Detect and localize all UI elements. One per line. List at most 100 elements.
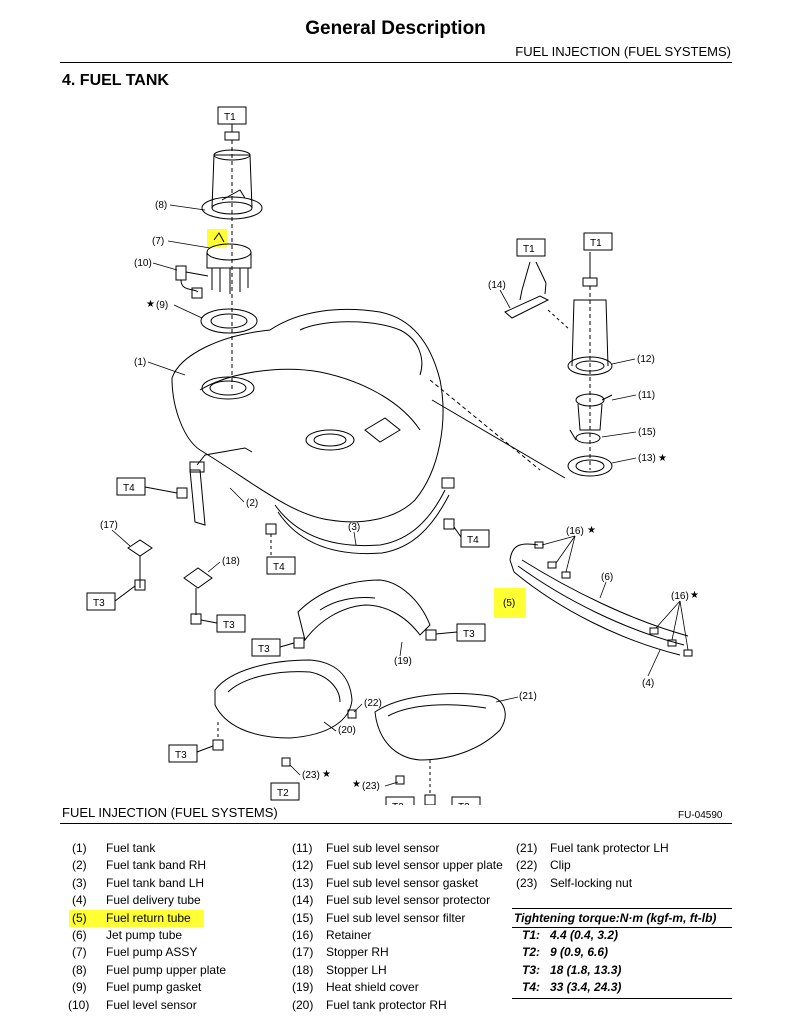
legend-item: (3)Fuel tank band LH <box>72 875 205 890</box>
part-label-15: (15) <box>638 427 656 438</box>
part-label-23: (23) <box>362 781 380 792</box>
page-title: General Description <box>305 18 486 39</box>
torque-tag-t1: T1 <box>224 112 236 123</box>
legend-item: (7)Fuel pump ASSY <box>72 945 198 960</box>
part-label-8: (8) <box>155 200 167 211</box>
part-label-17: (17) <box>100 520 118 531</box>
fuel-tank-body <box>171 308 444 523</box>
part-label-3: (3) <box>348 522 360 533</box>
legend-item: (20)Fuel tank protector RH <box>292 997 447 1012</box>
fuel-tubes <box>509 541 693 657</box>
legend-item: (15)Fuel sub level sensor filter <box>292 910 466 925</box>
part-label-11: (11) <box>638 390 655 401</box>
fuel-tank-protector-rh <box>212 659 353 767</box>
nut <box>224 131 240 141</box>
legend-column-1: (1)Fuel tank (2)Fuel tank band RH (3)Fue… <box>68 840 282 1014</box>
part-label-23: (23) <box>302 770 320 781</box>
legend-item: (11)Fuel sub level sensor <box>292 841 440 855</box>
star-marker: ★ <box>587 525 596 536</box>
legend-item: (6)Jet pump tube <box>72 927 183 942</box>
legend-item: (16)Retainer <box>292 927 372 942</box>
figure-id: FU-04590 <box>678 810 723 821</box>
torque-tag-t3: T3 <box>223 620 235 631</box>
part-label-13: (13) <box>638 453 656 464</box>
part-label-5: (5) <box>503 598 515 609</box>
legend-item: (12)Fuel sub level sensor upper plate <box>292 858 503 873</box>
legend-item: (23)Self-locking nut <box>516 875 633 890</box>
fuel-sub-level-sensor-filter <box>569 429 601 444</box>
legend-item: (10)Fuel level sensor <box>68 997 197 1012</box>
star-marker: ★ <box>146 299 155 310</box>
part-label-6: (6) <box>601 572 613 583</box>
part-label-10: (10) <box>134 258 152 269</box>
part-label-16: (16) <box>566 526 584 537</box>
legend-item: (18)Stopper LH <box>292 962 387 977</box>
bolt <box>443 518 455 530</box>
fuel-tank-band-lh <box>274 477 455 555</box>
legend-item: (14)Fuel sub level sensor protector <box>292 893 491 908</box>
highlight-marker <box>207 229 227 247</box>
torque-row: T3:18 (1.8, 13.3) <box>522 962 622 977</box>
star-marker: ★ <box>322 769 331 780</box>
torque-tag-t2: T2 <box>392 802 404 805</box>
torque-tag-t1: T1 <box>523 244 535 255</box>
part-label-19: (19) <box>394 656 412 667</box>
part-label-22: (22) <box>364 698 382 709</box>
legend-column-3: (21)Fuel tank protector LH (22)Clip (23)… <box>516 840 732 892</box>
part-label-4: (4) <box>642 678 654 689</box>
bolt <box>265 523 277 535</box>
part-label-12: (12) <box>637 354 655 365</box>
stopper-rh <box>127 539 153 591</box>
footer-caption: FUEL INJECTION (FUEL SYSTEMS) <box>62 805 278 820</box>
legend-item: (19)Heat shield cover <box>292 980 419 995</box>
part-label-1: (1) <box>134 357 146 368</box>
part-label-2: (2) <box>246 498 258 509</box>
torque-tag-t3: T3 <box>93 598 105 609</box>
torque-tag-t3: T3 <box>458 802 470 805</box>
fuel-tank-exploded-diagram: (8) (7) (10) ★ (9) (1) (14) (12) (11) (1… <box>86 106 699 805</box>
torque-tag-t3: T3 <box>258 644 270 655</box>
torque-row: T4:33 (3.4, 24.3) <box>512 980 732 999</box>
fuel-sub-level-sensor-gasket <box>567 455 613 477</box>
highlight-marker <box>494 588 526 618</box>
torque-tag-t1: T1 <box>590 238 602 249</box>
torque-tag-t4: T4 <box>467 535 479 546</box>
legend-item: (2)Fuel tank band RH <box>72 858 207 873</box>
part-label-20: (20) <box>338 725 356 736</box>
fuel-pump-gasket <box>200 308 258 334</box>
legend-item: (4)Fuel delivery tube <box>72 893 201 908</box>
fuel-sub-level-sensor-protector <box>504 261 571 331</box>
legend-item: (17)Stopper RH <box>292 945 389 960</box>
legend-item: (8)Fuel pump upper plate <box>72 962 227 977</box>
legend-item: (21)Fuel tank protector LH <box>516 841 669 855</box>
stopper-lh <box>183 567 213 625</box>
part-label-16: (16) <box>671 591 689 602</box>
fuel-tank-band-rh <box>189 447 253 526</box>
star-marker: ★ <box>352 779 361 790</box>
fuel-pump-assy <box>206 232 252 294</box>
torque-table-heading: Tightening torque:N·m (kgf-m, ft-lb) <box>512 908 732 928</box>
part-label-14: (14) <box>488 280 506 291</box>
legend-item: (22)Clip <box>516 858 571 873</box>
torque-tag-t4: T4 <box>123 483 135 494</box>
star-marker: ★ <box>658 453 667 464</box>
torque-row: T2:9 (0.9, 6.6) <box>522 945 609 960</box>
section-heading: 4. FUEL TANK <box>62 72 169 89</box>
legend-item-highlighted: (5)Fuel return tube <box>69 909 204 927</box>
part-label-7: (7) <box>152 236 164 247</box>
legend-item: (13)Fuel sub level sensor gasket <box>292 875 479 890</box>
torque-table: Tightening torque:N·m (kgf-m, ft-lb) T1:… <box>512 908 732 999</box>
fuel-sub-level-sensor <box>575 393 613 431</box>
torque-tag-t4: T4 <box>273 562 285 573</box>
torque-tag-t3: T3 <box>175 750 187 761</box>
part-label-18: (18) <box>222 556 240 567</box>
bolt <box>176 487 188 499</box>
nut <box>582 277 598 287</box>
section-subtitle: FUEL INJECTION (FUEL SYSTEMS) <box>515 44 731 59</box>
footer-divider <box>60 823 732 824</box>
heat-shield-cover <box>293 579 437 649</box>
fuel-level-sensor <box>175 265 209 299</box>
torque-tag-t2: T2 <box>277 788 289 799</box>
header-divider <box>60 62 732 63</box>
fuel-tank-protector-lh <box>374 693 506 805</box>
